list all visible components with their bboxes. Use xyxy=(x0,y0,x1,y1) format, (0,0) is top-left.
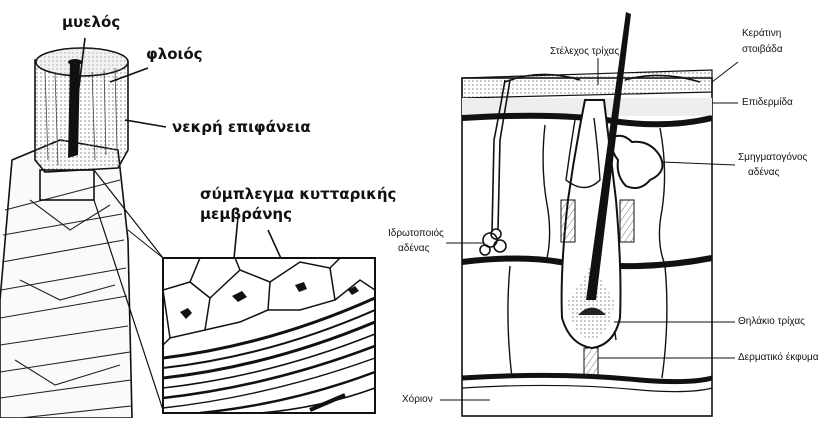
label-dermal-papilla: Δερματικό έκφυμα xyxy=(738,352,819,363)
label-membrane-line2: μεμβράνης xyxy=(200,206,292,223)
label-sebaceous-line1: Σμηγματογόνος xyxy=(738,152,807,163)
skin-section xyxy=(462,12,712,416)
medulla-core xyxy=(68,62,80,158)
hair-strand xyxy=(0,48,163,418)
label-sweat-line2: αδένας xyxy=(398,243,429,254)
label-hair-follicle: Θηλάκιο τρίχας xyxy=(738,316,805,327)
label-sebaceous-line2: αδένας xyxy=(748,167,779,178)
label-cortex: φλοιός xyxy=(146,46,203,63)
label-dead-surface: νεκρή επιφάνεια xyxy=(172,119,311,136)
dermal-papilla xyxy=(584,348,598,376)
label-membrane-line1: σύμπλεγμα κυτταρικής xyxy=(200,186,396,203)
label-epidermis: Επιδερμίδα xyxy=(742,97,793,108)
label-keratin-line1: Κεράτινη xyxy=(742,28,781,39)
label-hair-shaft: Στέλεχος τρίχας xyxy=(550,46,619,57)
label-sweat-line1: Ιδρωτοποιός xyxy=(388,228,444,239)
label-keratin-line2: στοιβάδα xyxy=(742,44,783,55)
membrane-zoom xyxy=(163,258,375,413)
label-dermis: Χόριον xyxy=(402,394,433,405)
cortex-section xyxy=(35,60,128,172)
label-medulla: μυελός xyxy=(62,14,120,31)
